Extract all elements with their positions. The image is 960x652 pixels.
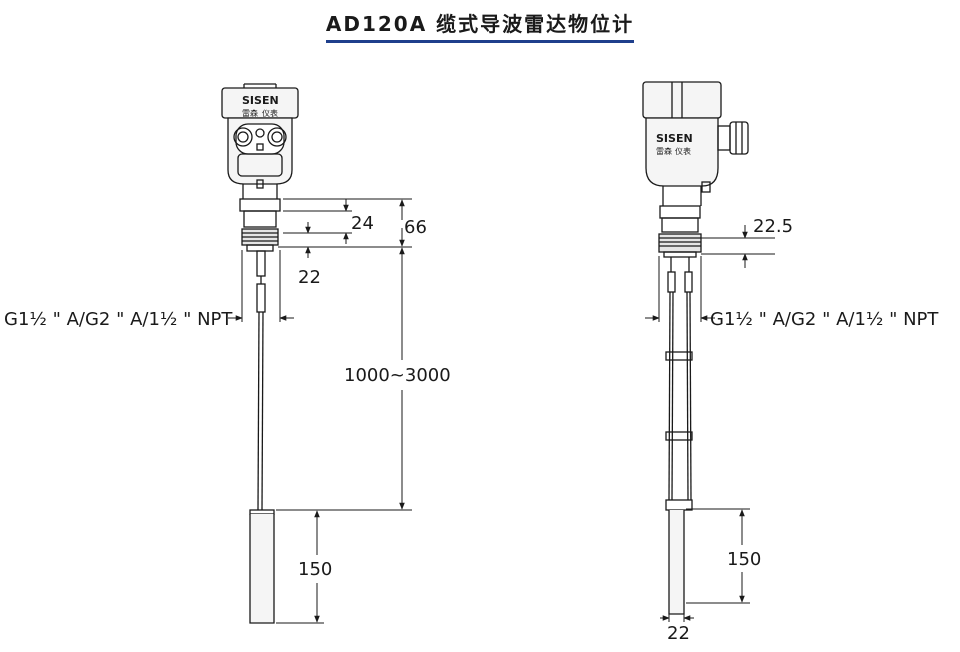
- front-led-icon: [255, 128, 265, 138]
- side-dim-22: 22: [667, 623, 690, 644]
- front-cable: [249, 250, 275, 624]
- page-title: AD120A 缆式导波雷达物位计: [0, 8, 960, 43]
- front-view: [221, 83, 299, 624]
- side-logo-sub: 雷森: [656, 146, 672, 156]
- side-thread: [658, 186, 702, 258]
- front-knob-right-icon: [267, 127, 287, 147]
- side-housing: [642, 81, 749, 193]
- front-dim-22: 22: [298, 267, 321, 288]
- front-housing: [221, 83, 299, 189]
- front-dim-150: 150: [298, 559, 332, 580]
- front-logo-text: SISEN: [242, 94, 279, 107]
- front-thread: [239, 184, 281, 252]
- front-button-icon: [256, 143, 264, 151]
- side-dim-150: 150: [727, 549, 761, 570]
- front-dim-66: 66: [404, 217, 427, 238]
- front-knob-left-icon: [233, 127, 253, 147]
- side-cables: [665, 257, 693, 615]
- front-dim-24: 24: [351, 213, 374, 234]
- front-dim-cable-length: 1000~3000: [344, 365, 451, 386]
- front-thread-spec: G1½ " A/G2 " A/1½ " NPT: [4, 309, 233, 330]
- side-view: [642, 81, 749, 615]
- side-dim-22-5: 22.5: [753, 216, 793, 237]
- front-logo-sub: 雷森: [242, 108, 258, 118]
- side-dimensions: [645, 225, 775, 622]
- front-dimensions: [228, 198, 412, 624]
- title-text: AD120A 缆式导波雷达物位计: [325, 8, 635, 43]
- side-logo-text: SISEN: [656, 132, 693, 145]
- side-thread-spec: G1½ " A/G2 " A/1½ " NPT: [710, 309, 939, 330]
- front-logo-box: 仪表: [262, 108, 278, 118]
- side-logo-box: 仪表: [675, 146, 691, 156]
